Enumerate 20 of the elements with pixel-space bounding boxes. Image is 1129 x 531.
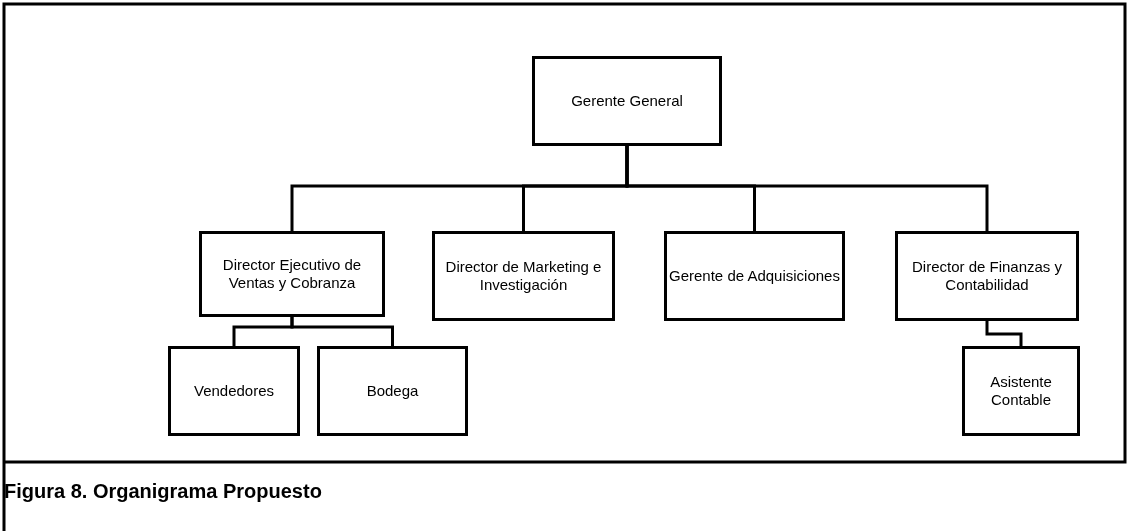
box-label: Director de Finanzas y Contabilidad bbox=[910, 258, 1064, 294]
box-label: Gerente de Adquisiciones bbox=[668, 267, 841, 285]
box-label: Gerente General bbox=[570, 92, 684, 110]
figure-caption: Figura 8. Organigrama Propuesto bbox=[4, 480, 322, 503]
box-label: Bodega bbox=[365, 382, 420, 400]
connector-line bbox=[625, 146, 989, 231]
org-box bbox=[199, 231, 385, 317]
org-box bbox=[168, 346, 300, 436]
org-box bbox=[317, 346, 468, 436]
org-box bbox=[664, 231, 845, 321]
box-label: Director de Marketing e Investigación bbox=[444, 258, 603, 294]
org-box bbox=[962, 346, 1080, 436]
box-label: Vendedores bbox=[192, 382, 276, 400]
org-box bbox=[532, 56, 722, 146]
box-label: Asistente Contable bbox=[989, 373, 1053, 409]
box-label: Director Ejecutivo de Ventas y Cobranza bbox=[221, 256, 363, 292]
org-box bbox=[895, 231, 1079, 321]
connector-line bbox=[290, 317, 394, 346]
org-box bbox=[432, 231, 615, 321]
connector-line bbox=[985, 321, 1023, 346]
